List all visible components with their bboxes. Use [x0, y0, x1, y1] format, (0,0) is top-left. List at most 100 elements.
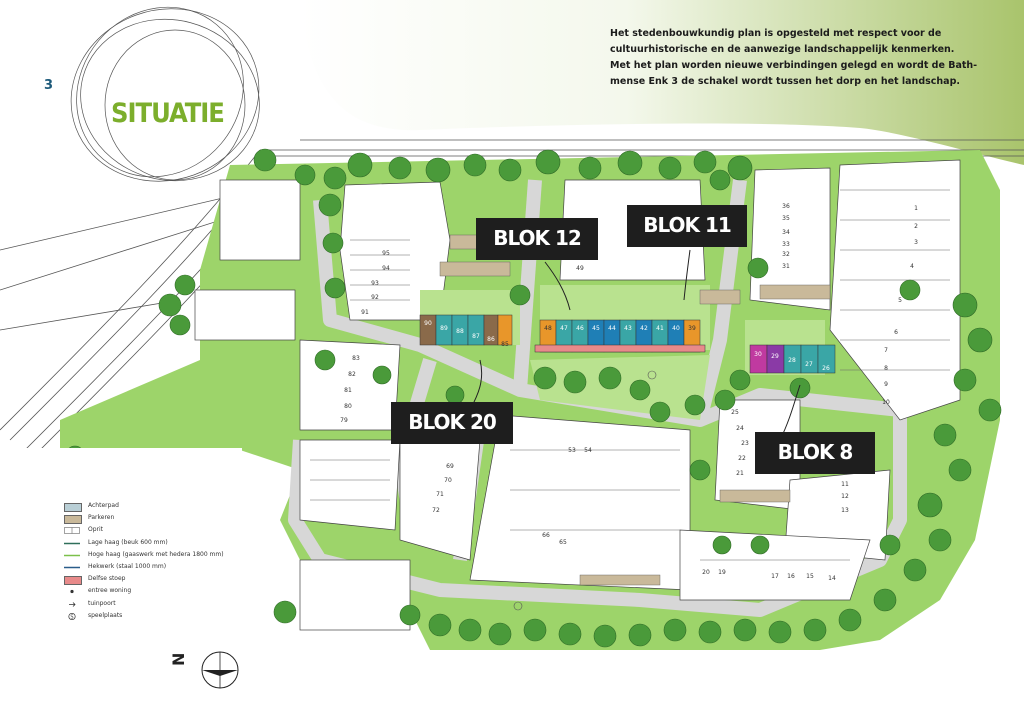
lot-number: 7 [884, 347, 888, 354]
legend-label: Hoge haag (gaaswerk met hedera 1800 mm) [88, 550, 224, 558]
line-icon [64, 542, 80, 544]
lot-number: 36 [782, 203, 790, 210]
lot-number: 39 [688, 325, 696, 332]
intro-line: Met het plan worden nieuwe verbindingen … [610, 60, 978, 71]
legend-label: Oprit [88, 526, 104, 534]
intro-text: Het stedenbouwkundig plan is opgesteld m… [610, 26, 978, 90]
lot-number: 10 [882, 399, 890, 406]
lot-number: 23 [741, 440, 749, 447]
lot-number: 31 [782, 263, 790, 270]
blok-20-label: BLOK 20 [391, 402, 513, 444]
lot-number: 91 [361, 309, 369, 316]
page-title: SITUATIE [111, 98, 225, 129]
swatch-icon [64, 515, 82, 525]
lot-number: 87 [472, 333, 480, 340]
north-label: N [170, 653, 188, 666]
legend-item: Oprit [60, 525, 260, 537]
lot-number: 16 [787, 573, 795, 580]
lot-number: 90 [424, 320, 432, 327]
legend-item: entree woning [60, 586, 260, 598]
lot-number: 93 [371, 280, 379, 287]
lot-number: 25 [731, 409, 739, 416]
legend-item: Lage haag (beuk 600 mm) [60, 538, 260, 550]
lot-number: 65 [559, 539, 567, 546]
lot-number: 70 [444, 477, 452, 484]
s-circle-icon: S [68, 612, 76, 620]
lot-number: 12 [841, 493, 849, 500]
lot-number: 45 [592, 325, 600, 332]
legend-label: Lage haag (beuk 600 mm) [88, 538, 168, 546]
svg-text:S: S [70, 614, 73, 620]
lot-number: 29 [771, 353, 779, 360]
lot-number: 82 [348, 371, 356, 378]
lot-number: 66 [542, 532, 550, 539]
legend-item: Delfse stoep [60, 574, 260, 586]
legend-label: Hekwerk (staal 1000 mm) [88, 562, 167, 570]
lot-number: 11 [841, 481, 849, 488]
legend-item: Hoge haag (gaaswerk met hedera 1800 mm) [60, 550, 260, 562]
lot-number: 72 [432, 507, 440, 514]
legend-label: Achterpad [88, 502, 119, 509]
lot-number: 69 [446, 463, 454, 470]
intro-line: Het stedenbouwkundig plan is opgesteld m… [610, 28, 942, 39]
lot-number: 54 [584, 447, 592, 454]
lot-number: 41 [656, 325, 664, 332]
lot-number: 95 [382, 250, 390, 257]
lot-number: 43 [624, 325, 632, 332]
legend-label: speelplaats [88, 611, 123, 619]
intro-line: cultuurhistorische en de aanwezige lands… [610, 44, 955, 55]
dot-icon [70, 590, 74, 594]
lot-number: 24 [736, 425, 744, 432]
lot-number: 21 [736, 470, 744, 477]
trees [65, 148, 1002, 648]
lot-number: 33 [782, 241, 790, 248]
arrow-icon [69, 601, 76, 607]
north-arrow: N [170, 651, 239, 689]
legend-item: S speelplaats [60, 611, 260, 623]
lot-numbers: 95 94 93 92 91 90 89 88 87 86 85 48 47 4… [340, 203, 918, 582]
swatch-icon [64, 576, 82, 586]
legend: Achterpad Parkeren Oprit Lage haag (beuk… [60, 501, 260, 623]
lot-number: 1 [914, 205, 918, 212]
legend-panel [0, 448, 242, 724]
lot-number: 42 [640, 325, 648, 332]
lot-number: 48 [544, 325, 552, 332]
lot-number: 85 [501, 341, 509, 348]
legend-item: Hekwerk (staal 1000 mm) [60, 562, 260, 574]
legend-item: Parkeren [60, 513, 260, 525]
lot-number: 3 [914, 239, 918, 246]
lot-number: 8 [884, 365, 888, 372]
lot-number: 94 [382, 265, 390, 272]
lot-number: 20 [702, 569, 710, 576]
parking [439, 234, 831, 586]
lot-number: 47 [560, 325, 568, 332]
lot-number: 4 [910, 263, 914, 270]
lot-lines [310, 189, 950, 561]
page-number: 3 [44, 78, 54, 93]
lot-number: 79 [340, 417, 348, 424]
swatch-icon [64, 503, 82, 512]
lot-number: 19 [718, 569, 726, 576]
legend-label: tuinpoort [88, 599, 116, 607]
lot-number: 30 [754, 351, 762, 358]
blok-8-label: BLOK 8 [755, 432, 875, 474]
blok-11-label: BLOK 11 [627, 205, 747, 247]
legend-item: Achterpad [60, 501, 260, 513]
header-band [300, 0, 1024, 165]
lot-number: 14 [828, 575, 836, 582]
lot-number: 15 [806, 573, 814, 580]
blok-12-label: BLOK 12 [476, 218, 598, 260]
lot-number: 81 [344, 387, 352, 394]
legend-label: entree woning [88, 587, 132, 595]
lot-number: 92 [371, 294, 379, 301]
title-sketch [70, 6, 260, 182]
lot-number: 34 [782, 229, 790, 236]
legend-label: Parkeren [88, 514, 115, 522]
lot-number: 2 [914, 223, 918, 230]
oprit-icon [64, 527, 80, 535]
lot-number: 17 [771, 573, 779, 580]
legend-item: tuinpoort [60, 599, 260, 611]
blok8-lots [749, 344, 836, 374]
intro-line: mense Enk 3 de schakel wordt tussen het … [610, 76, 960, 87]
lot-number: 26 [822, 365, 830, 372]
